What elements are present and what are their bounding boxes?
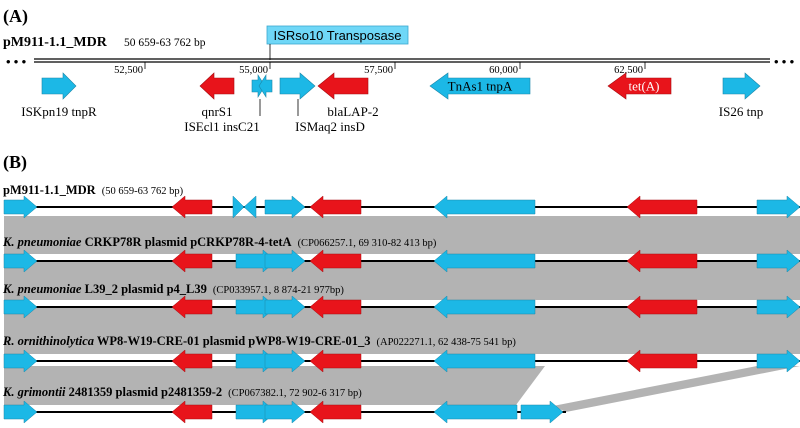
track-5-gene-arrow-5 bbox=[309, 400, 362, 424]
track-2-gene-arrow-6 bbox=[433, 249, 536, 273]
isrso10-box bbox=[266, 25, 409, 45]
gene-teta-label: tet(A) bbox=[628, 79, 659, 94]
gene-ismaq2-arrow bbox=[279, 72, 316, 100]
track-1-title: pM911-1.1_MDR(50 659-63 762 bp) bbox=[3, 183, 184, 197]
track-1-gene-arrow-6 bbox=[309, 195, 362, 219]
gene-blalap2-arrow bbox=[317, 72, 369, 100]
track-4-gene-arrow-1 bbox=[3, 349, 38, 373]
gene-isecl1-arrow1 bbox=[251, 73, 266, 99]
homology-block-2 bbox=[4, 262, 800, 300]
track-5-gene-arrow-1 bbox=[3, 400, 38, 424]
track-1-gene-arrow-4 bbox=[243, 195, 257, 219]
track-1-gene-arrow-7 bbox=[433, 195, 536, 219]
panel-a-axis-ticks: 52,500 55,000 57,500 60,000 62,500 bbox=[114, 62, 646, 76]
track-1-gene-arrow-2 bbox=[171, 195, 213, 219]
track-1-gene-arrow-9 bbox=[756, 195, 800, 219]
gene-teta-arrow bbox=[607, 72, 672, 100]
panel-a-range: 50 659-63 762 bp bbox=[124, 37, 206, 49]
axis-tick-label-3: 60,000 bbox=[489, 65, 518, 76]
track-2-gene-arrow-1 bbox=[3, 249, 38, 273]
track-5-gene-arrow-2 bbox=[171, 400, 213, 424]
track-3-gene-arrow-6 bbox=[433, 295, 536, 319]
track-4-gene-arrow-7 bbox=[626, 349, 698, 373]
gene-is26-arrow bbox=[722, 72, 761, 100]
track-3-gene-arrow-8 bbox=[756, 295, 800, 319]
track-5-gene-arrow-6 bbox=[433, 400, 518, 424]
axis-tick-label-4: 62,500 bbox=[614, 65, 643, 76]
track-2-gene-arrow-4 bbox=[264, 249, 306, 273]
track-3-gene-arrow-5 bbox=[309, 295, 362, 319]
panel-a-label: (A) bbox=[3, 6, 28, 27]
panel-a-plasmid-name: pM911-1.1_MDR bbox=[3, 35, 108, 50]
gene-tnas1-label: TnAs1 tnpA bbox=[448, 79, 513, 94]
gene-isecl1-label: ISEcl1 insC21 bbox=[184, 119, 259, 134]
track-4-gene-arrow-8 bbox=[756, 349, 800, 373]
track-2-gene-arrow-7 bbox=[626, 249, 698, 273]
homology-block-1 bbox=[4, 216, 800, 254]
track-2-gene-arrow-5 bbox=[309, 249, 362, 273]
homology-block-3 bbox=[4, 308, 800, 354]
axis-tick-label-1: 55,000 bbox=[239, 65, 268, 76]
panel-b-track-genes bbox=[3, 195, 800, 424]
track-5-gene-arrow-4 bbox=[264, 400, 306, 424]
gene-ismaq2-label: ISMaq2 insD bbox=[295, 119, 365, 134]
homology-blocks bbox=[4, 216, 800, 412]
ellipsis-left: • • • bbox=[6, 54, 27, 69]
homology-block-4b bbox=[553, 366, 800, 412]
isrso10-label: ISRso10 Transposase bbox=[274, 28, 402, 43]
track-1-gene-arrow-1 bbox=[3, 195, 38, 219]
homology-block-4 bbox=[4, 366, 545, 405]
gene-iskpn19-label: ISKpn19 tnpR bbox=[21, 104, 97, 119]
gene-qnrs1-arrow bbox=[199, 72, 235, 100]
gene-tnas1-arrow bbox=[429, 72, 531, 100]
gene-is26-label: IS26 tnp bbox=[719, 104, 763, 119]
axis-tick-label-0: 52,500 bbox=[114, 65, 143, 76]
track-5-title: K. grimontii 2481359 plasmid p2481359-2(… bbox=[2, 385, 362, 399]
track-2-gene-arrow-2 bbox=[171, 249, 213, 273]
track-3-title: K. pneumoniae L39_2 plasmid p4_L39(CP033… bbox=[2, 282, 344, 296]
panel-a-genes bbox=[41, 72, 761, 100]
track-1-gene-arrow-8 bbox=[626, 195, 698, 219]
track-2-title: K. pneumoniae CRKP78R plasmid pCRKP78R-4… bbox=[2, 235, 437, 249]
panel-b-label: (B) bbox=[3, 152, 27, 173]
gene-iskpn19-arrow bbox=[41, 72, 77, 100]
track-4-gene-arrow-5 bbox=[309, 349, 362, 373]
track-3-gene-arrow-7 bbox=[626, 295, 698, 319]
track-3-gene-arrow-2 bbox=[171, 295, 213, 319]
track-4-gene-arrow-2 bbox=[171, 349, 213, 373]
track-2-gene-arrow-8 bbox=[756, 249, 800, 273]
track-1-gene-arrow-5 bbox=[264, 195, 306, 219]
ellipsis-right: • • • bbox=[774, 54, 795, 69]
track-4-gene-arrow-6 bbox=[433, 349, 536, 373]
gene-blalap2-label: blaLAP-2 bbox=[327, 104, 378, 119]
track-1-gene-arrow-3 bbox=[232, 195, 245, 219]
track-3-gene-arrow-4 bbox=[264, 295, 306, 319]
track-4-gene-arrow-4 bbox=[264, 349, 306, 373]
track-4-title: R. ornithinolytica WP8-W19-CRE-01 plasmi… bbox=[2, 334, 516, 348]
gene-isecl1-arrow2 bbox=[258, 73, 273, 99]
axis-tick-label-2: 57,500 bbox=[364, 65, 393, 76]
track-5-gene-arrow-7 bbox=[520, 400, 564, 424]
gene-qnrs1-label: qnrS1 bbox=[201, 104, 232, 119]
track-3-gene-arrow-1 bbox=[3, 295, 38, 319]
